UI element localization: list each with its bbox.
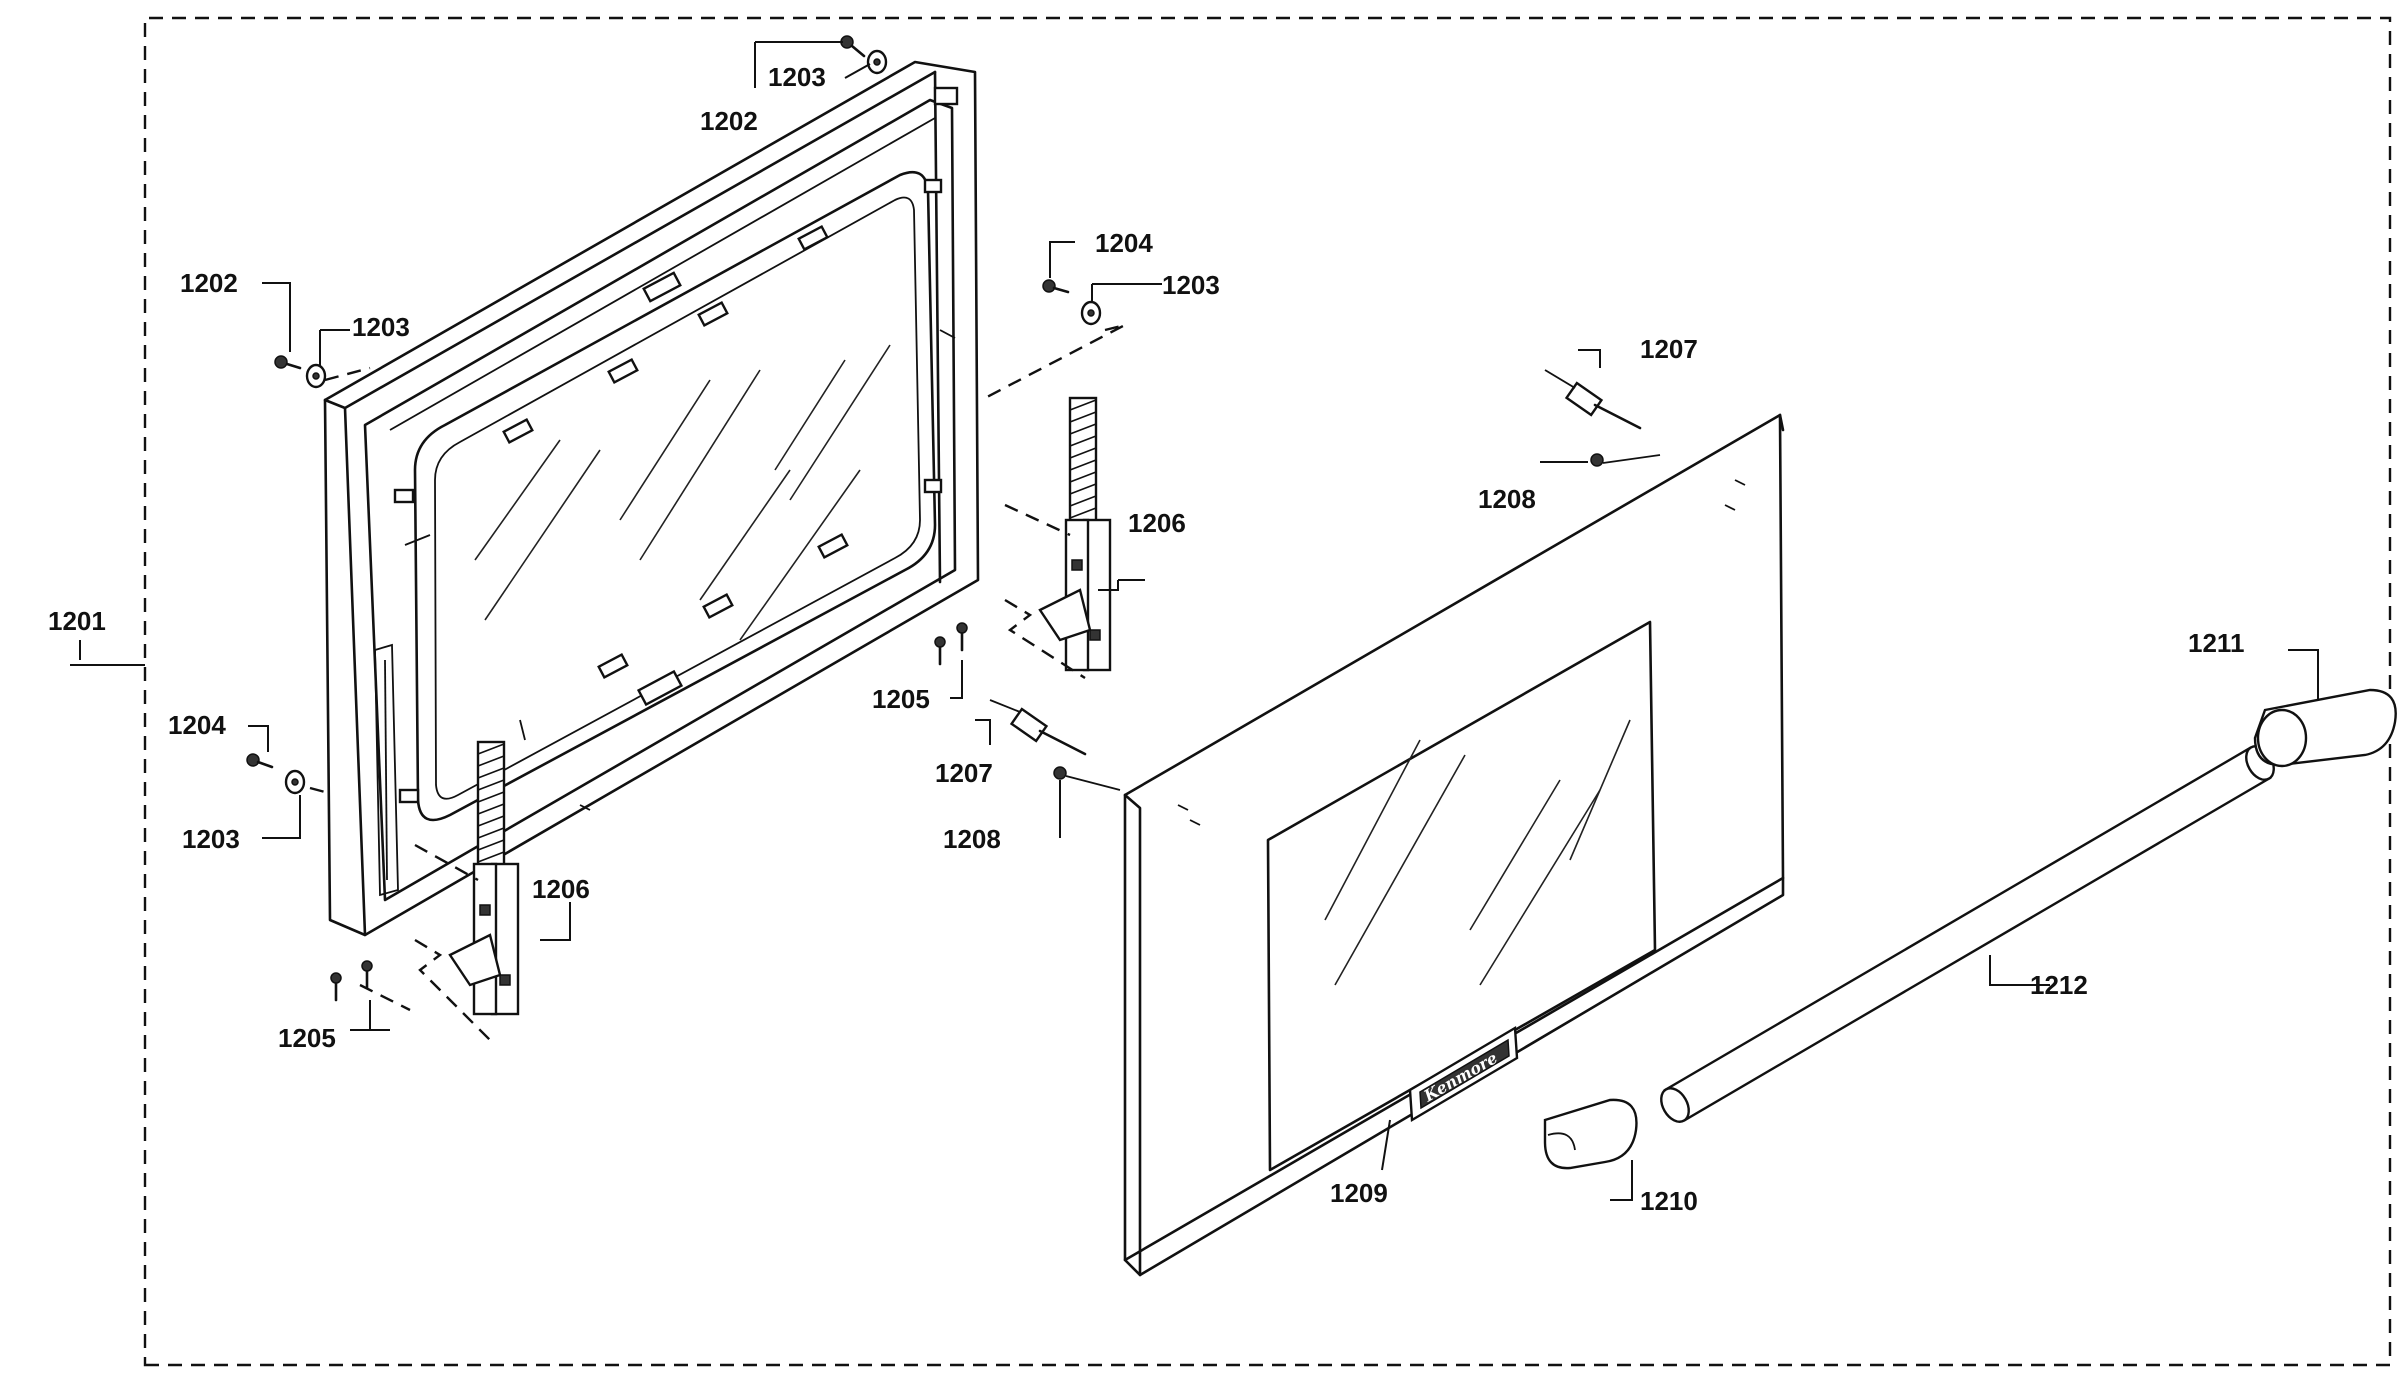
label-1206-left: 1206 <box>532 874 590 904</box>
label-1206-right: 1206 <box>1128 508 1186 538</box>
end-cap-1211 <box>2253 688 2397 768</box>
screw-1208-top <box>1590 453 1661 467</box>
nameplate-1209: Kenmore <box>1408 1025 1519 1123</box>
label-1204-right: 1204 <box>1095 228 1153 258</box>
label-1203-top: 1203 <box>768 62 826 92</box>
dash-guide <box>324 366 371 382</box>
screw-1205-left <box>330 960 373 1002</box>
washer-1203-top <box>866 49 888 75</box>
dash-guide <box>359 983 411 1012</box>
hinge-1206-left <box>448 740 520 1016</box>
dash-guide <box>1004 503 1071 537</box>
outer-door-panel <box>1123 413 1785 1277</box>
washer-1203-lower <box>284 769 306 795</box>
label-1208-top: 1208 <box>1478 484 1536 514</box>
screw-1204-right <box>1042 279 1070 294</box>
label-1204-left: 1204 <box>168 710 226 740</box>
label-1205-left: 1205 <box>278 1023 336 1053</box>
label-1203-lower: 1203 <box>182 824 240 854</box>
label-1202-left: 1202 <box>180 268 238 298</box>
screw-1202-top <box>840 35 866 58</box>
screw-1205-right <box>934 622 968 666</box>
inner-door-panel <box>323 60 980 937</box>
leader-lines <box>70 41 2319 1201</box>
label-1212: 1212 <box>2030 970 2088 1000</box>
label-1203-left: 1203 <box>352 312 410 342</box>
dash-guide <box>1004 598 1086 680</box>
label-1201: 1201 <box>48 606 106 636</box>
label-1205-right: 1205 <box>872 684 930 714</box>
pin-1207-left <box>989 699 1087 756</box>
label-1211: 1211 <box>2188 628 2244 658</box>
label-1207-left: 1207 <box>935 758 993 788</box>
label-1203-right: 1203 <box>1162 270 1220 300</box>
screw-1208-left <box>1053 766 1121 791</box>
label-1209: 1209 <box>1330 1178 1388 1208</box>
dash-guide <box>414 843 479 882</box>
washer-1203-right <box>1080 300 1102 326</box>
dash-guide <box>309 786 326 794</box>
dash-guide <box>984 323 1126 400</box>
screw-1204-left <box>246 753 274 769</box>
handle-bar-1212 <box>1660 745 2275 1123</box>
dash-guide <box>414 938 491 1041</box>
label-1210: 1210 <box>1640 1186 1698 1216</box>
assembly-boundary <box>143 16 2392 1367</box>
label-1208-left: 1208 <box>943 824 1001 854</box>
label-1202-top: 1202 <box>700 106 758 136</box>
screw-1202-left <box>274 355 302 370</box>
end-cap-1210 <box>1543 1098 1638 1170</box>
washer-1203-left <box>305 363 327 389</box>
hinge-1206-right <box>1038 396 1112 672</box>
pin-1207-top <box>1544 369 1642 430</box>
label-1207-top: 1207 <box>1640 334 1698 364</box>
